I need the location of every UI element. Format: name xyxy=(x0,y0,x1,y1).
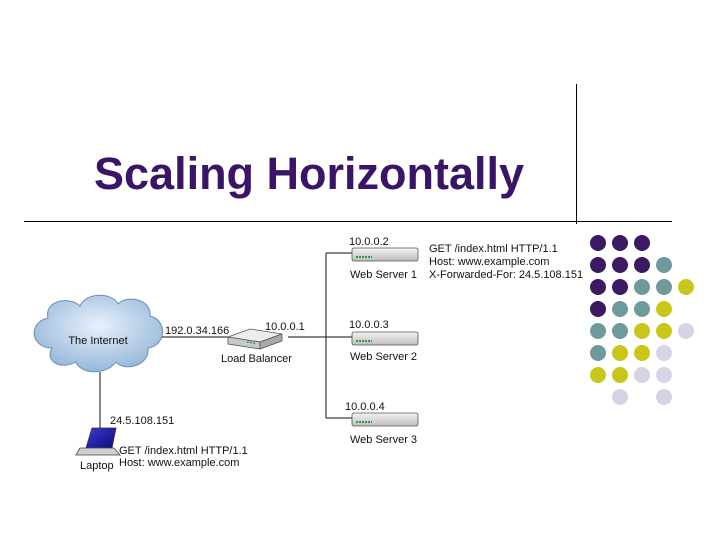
internet-cloud: The Internet xyxy=(33,294,163,373)
decorative-dot xyxy=(634,301,650,317)
decorative-dot xyxy=(590,323,606,339)
web-server-1-device xyxy=(351,247,419,262)
decorative-dot xyxy=(678,323,694,339)
load-balancer-label: Load Balancer xyxy=(221,353,292,365)
laptop-request-line-1: GET /index.html HTTP/1.1 xyxy=(119,445,248,457)
decorative-dot xyxy=(634,235,650,251)
web-server-3-label: Web Server 3 xyxy=(350,434,417,446)
load-balancer-ip: 10.0.0.1 xyxy=(265,321,305,333)
laptop-ip-label: 24.5.108.151 xyxy=(110,415,174,427)
decorative-dot xyxy=(656,257,672,273)
slide-title: Scaling Horizontally xyxy=(94,148,525,199)
laptop-label: Laptop xyxy=(80,460,114,472)
decorative-dot xyxy=(612,279,628,295)
decorative-dot xyxy=(612,235,628,251)
server-request-line-3: X-Forwarded-For: 24.5.108.151 xyxy=(429,269,583,281)
decorative-dot xyxy=(612,389,628,405)
web-server-2-ip: 10.0.0.3 xyxy=(349,319,389,331)
web-server-1-ip: 10.0.0.2 xyxy=(349,236,389,248)
decorative-dot xyxy=(656,389,672,405)
decorative-dot xyxy=(656,323,672,339)
laptop-device xyxy=(75,427,121,456)
decorative-dot xyxy=(634,345,650,361)
decorative-dot xyxy=(634,323,650,339)
title-divider-horizontal xyxy=(24,221,672,222)
web-server-1-label: Web Server 1 xyxy=(350,269,417,281)
decorative-dot xyxy=(656,279,672,295)
decorative-dot xyxy=(634,279,650,295)
decorative-dot xyxy=(612,367,628,383)
server-request-line-2: Host: www.example.com xyxy=(429,256,549,268)
decorative-dot xyxy=(612,257,628,273)
laptop-request-line-2: Host: www.example.com xyxy=(119,457,239,469)
load-balancer-device xyxy=(227,328,283,350)
web-server-3-device xyxy=(351,412,419,427)
decorative-dot xyxy=(656,367,672,383)
web-server-2-label: Web Server 2 xyxy=(350,351,417,363)
connection-lines xyxy=(99,252,352,428)
decorative-dot xyxy=(590,345,606,361)
decorative-dot xyxy=(656,301,672,317)
decorative-dot xyxy=(634,367,650,383)
server-request-headers: GET /index.html HTTP/1.1 Host: www.examp… xyxy=(429,243,583,281)
decorative-dot xyxy=(634,257,650,273)
decorative-dot xyxy=(590,279,606,295)
web-server-3-ip: 10.0.0.4 xyxy=(345,401,385,413)
decorative-dot xyxy=(678,279,694,295)
decorative-dot xyxy=(590,235,606,251)
decorative-dot xyxy=(612,301,628,317)
internet-label: The Internet xyxy=(68,335,127,347)
decorative-dot xyxy=(612,345,628,361)
decorative-dot xyxy=(656,345,672,361)
server-request-line-1: GET /index.html HTTP/1.1 xyxy=(429,243,558,255)
decorative-dot xyxy=(590,257,606,273)
web-server-2-device xyxy=(351,331,419,346)
title-divider-vertical xyxy=(576,84,577,224)
decorative-dot xyxy=(590,301,606,317)
decorative-dot xyxy=(612,323,628,339)
decorative-dot xyxy=(590,367,606,383)
internet-ip-label: 192.0.34.166 xyxy=(165,325,229,337)
